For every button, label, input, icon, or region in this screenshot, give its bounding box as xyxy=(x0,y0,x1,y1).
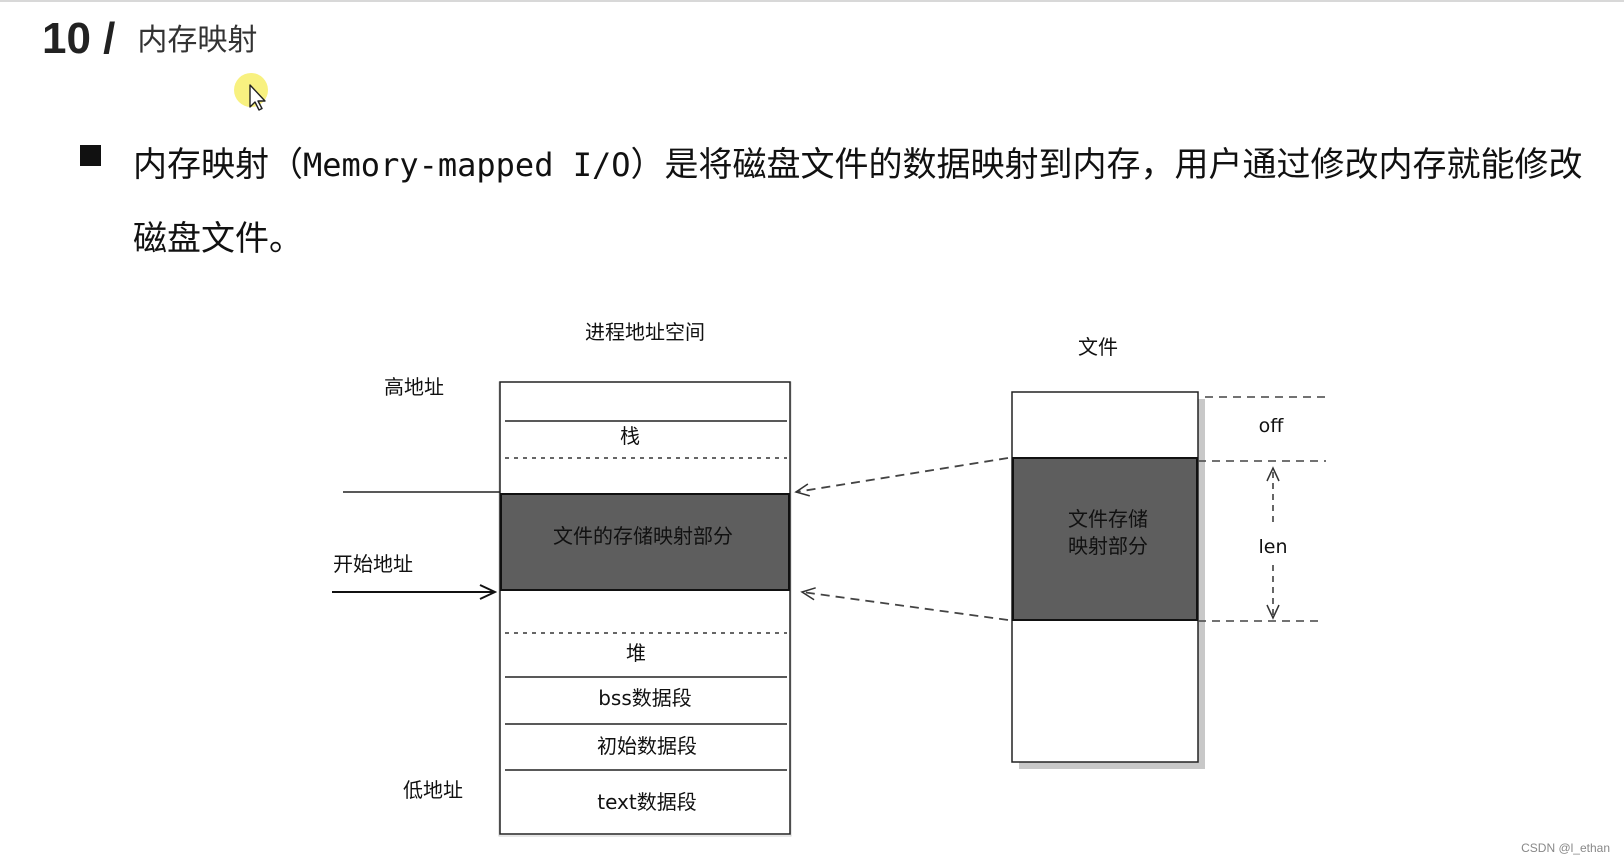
mapped-region xyxy=(500,493,790,591)
top-border xyxy=(0,0,1624,2)
slide-number: 10 / xyxy=(42,14,116,63)
slide-heading: 10 / 内存映射 xyxy=(42,14,257,64)
data-segment-label: 初始数据段 xyxy=(597,734,697,758)
mapping-arrow-top xyxy=(794,457,1009,497)
file-mapped-region xyxy=(1012,457,1198,621)
bullet-prefix: 内存映射（ xyxy=(133,145,303,185)
text-segment-label: text数据段 xyxy=(597,790,696,814)
heap-label: 堆 xyxy=(626,641,646,665)
bullet-suffix: ）是将磁盘文件的数据映射到内存，用户通过修改内存就能修改磁盘文件。 xyxy=(133,145,1583,259)
bss-label: bss数据段 xyxy=(598,686,692,710)
file-mapped-label-line1: 文件存储 xyxy=(1068,507,1148,531)
len-label: len xyxy=(1258,536,1287,558)
file-mapped-label-line2: 映射部分 xyxy=(1068,534,1148,558)
mouse-cursor-icon xyxy=(234,73,268,111)
bullet-square-icon xyxy=(80,145,101,166)
low-address-label: 低地址 xyxy=(403,778,463,802)
off-label: off xyxy=(1259,415,1285,437)
file-title: 文件 xyxy=(1078,335,1118,359)
watermark: CSDN @l_ethan xyxy=(1521,841,1610,855)
high-address-label: 高地址 xyxy=(384,375,444,399)
slide-title: 内存映射 xyxy=(137,23,258,58)
mapped-region-label: 文件的存储映射部分 xyxy=(553,524,733,548)
start-address-label: 开始地址 xyxy=(333,552,413,576)
process-space-title: 进程地址空间 xyxy=(585,320,705,344)
bullet-term: Memory-mapped I/O xyxy=(303,146,631,184)
bullet-paragraph: 内存映射（Memory-mapped I/O）是将磁盘文件的数据映射到内存，用户… xyxy=(133,128,1593,276)
process-box xyxy=(499,381,791,835)
stack-label: 栈 xyxy=(620,424,640,448)
mapping-arrow-bottom xyxy=(800,587,1009,621)
